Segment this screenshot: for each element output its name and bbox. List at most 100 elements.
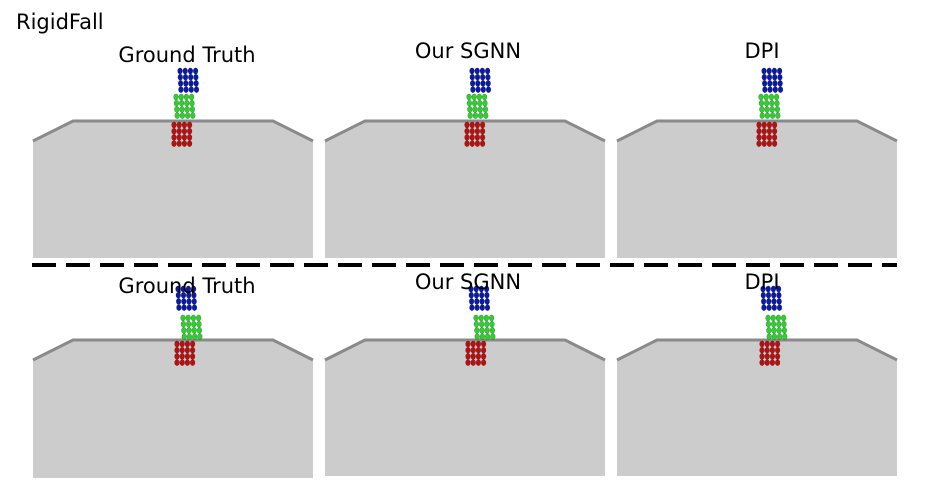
particle [186,298,192,305]
particle [464,127,470,135]
particle [766,327,772,334]
particle [759,353,765,360]
particle [484,320,490,328]
particle [781,327,788,334]
particle [775,112,781,119]
particle [770,314,776,322]
particle [769,112,776,119]
particle [475,340,482,348]
particle [759,359,765,366]
particle [773,93,780,101]
particle [174,346,180,354]
particle [483,314,490,322]
particle [465,353,471,360]
particle [481,93,488,101]
particle [469,127,475,135]
blue-particle-block [175,285,198,311]
particle [770,285,777,293]
particle [772,73,778,81]
particle [474,121,481,129]
particle [171,121,177,129]
particle [472,112,479,119]
particle [474,73,481,81]
particle [171,134,177,141]
particle [179,359,185,366]
particle [171,127,177,135]
particle [186,327,192,334]
particle [195,314,202,322]
particle [781,320,787,328]
particle [479,304,485,311]
blue-particle-block [469,67,492,93]
red-particle-block [465,340,487,366]
particle [190,314,197,322]
particle [184,106,190,113]
particle [477,106,483,113]
particle [470,86,476,93]
particle [186,127,193,135]
particle [479,127,486,135]
particle [771,298,777,305]
particle [473,314,479,322]
green-particle-block [765,314,788,340]
particle [473,320,480,328]
particle [782,333,788,340]
blue-particle-block [177,67,200,93]
particle [765,320,772,328]
red-particle-block [756,121,778,147]
particle [772,80,778,87]
table-edge [616,119,898,143]
particle [469,67,475,75]
particle [769,99,775,107]
particle [468,285,474,293]
row1-label-ground-truth: Ground Truth [118,43,256,67]
particle [769,106,775,113]
particle [197,333,203,340]
particle [480,346,487,354]
particle [480,73,486,81]
particle [485,80,491,87]
particle [474,127,481,135]
particle [765,314,771,322]
particle [776,67,783,75]
particle [464,140,470,147]
panel-row2-our-sgnn [324,285,606,476]
table-edge [32,119,314,143]
particle [189,99,195,107]
particle [776,304,783,311]
particle [475,80,481,87]
row1-label-dpi: DPI [744,39,780,63]
table-surface [33,121,313,258]
particle [474,304,480,311]
particle [466,99,473,107]
particle [480,340,487,348]
particle [477,99,483,107]
particle [479,134,486,141]
particle [469,73,475,81]
particle [760,298,767,305]
particle [470,340,476,348]
particle [776,291,782,299]
particle [488,314,495,322]
particle [767,80,773,87]
particle [777,86,784,93]
particle [769,359,776,366]
particle [181,333,187,340]
particle [175,291,181,299]
particle [474,140,481,147]
particle [185,314,191,322]
particle [175,298,182,305]
particle [479,140,486,147]
particle [191,291,197,299]
particle [484,327,490,334]
table-surface [617,340,897,476]
particle [186,121,193,129]
particle [474,333,480,340]
particle [184,99,190,107]
particle [191,320,197,328]
particle [760,285,766,293]
particle [756,140,762,147]
particle [180,291,187,299]
particle [760,291,766,299]
particle [774,359,781,366]
